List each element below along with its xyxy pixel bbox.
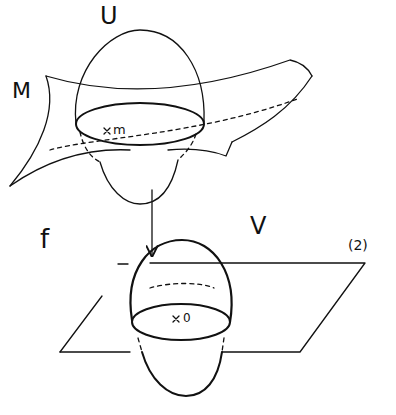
neighbourhood-bowl (180, 134, 196, 158)
surface-edge (46, 60, 312, 89)
plane-edge (118, 263, 128, 264)
ball-equator (132, 304, 230, 340)
surface-edge (232, 76, 312, 142)
surface-edge (10, 76, 50, 186)
map-arrow (151, 190, 152, 256)
point-mark (104, 128, 110, 134)
ball-hidden (150, 284, 214, 289)
plane-edge (60, 351, 130, 352)
manifold-label: M (12, 80, 31, 102)
figure-number: (2) (348, 238, 368, 252)
region-label: U (100, 4, 118, 28)
neighbourhood-bowl (80, 132, 100, 162)
surface-edge (168, 142, 232, 156)
surface-hidden (50, 98, 300, 150)
neighbourhood-bowl (100, 160, 178, 204)
point-label: m (113, 123, 126, 136)
plane-edge (150, 263, 365, 352)
neighbourhood-section (76, 103, 204, 145)
plane-edge (60, 296, 102, 352)
ball-bottom (142, 352, 222, 396)
region-label: V (250, 214, 266, 238)
point-mark (173, 316, 179, 322)
map-label: f (40, 226, 49, 252)
ball-hidden (138, 338, 224, 352)
surface-edge (10, 150, 130, 186)
point-label: 0 (183, 312, 191, 324)
